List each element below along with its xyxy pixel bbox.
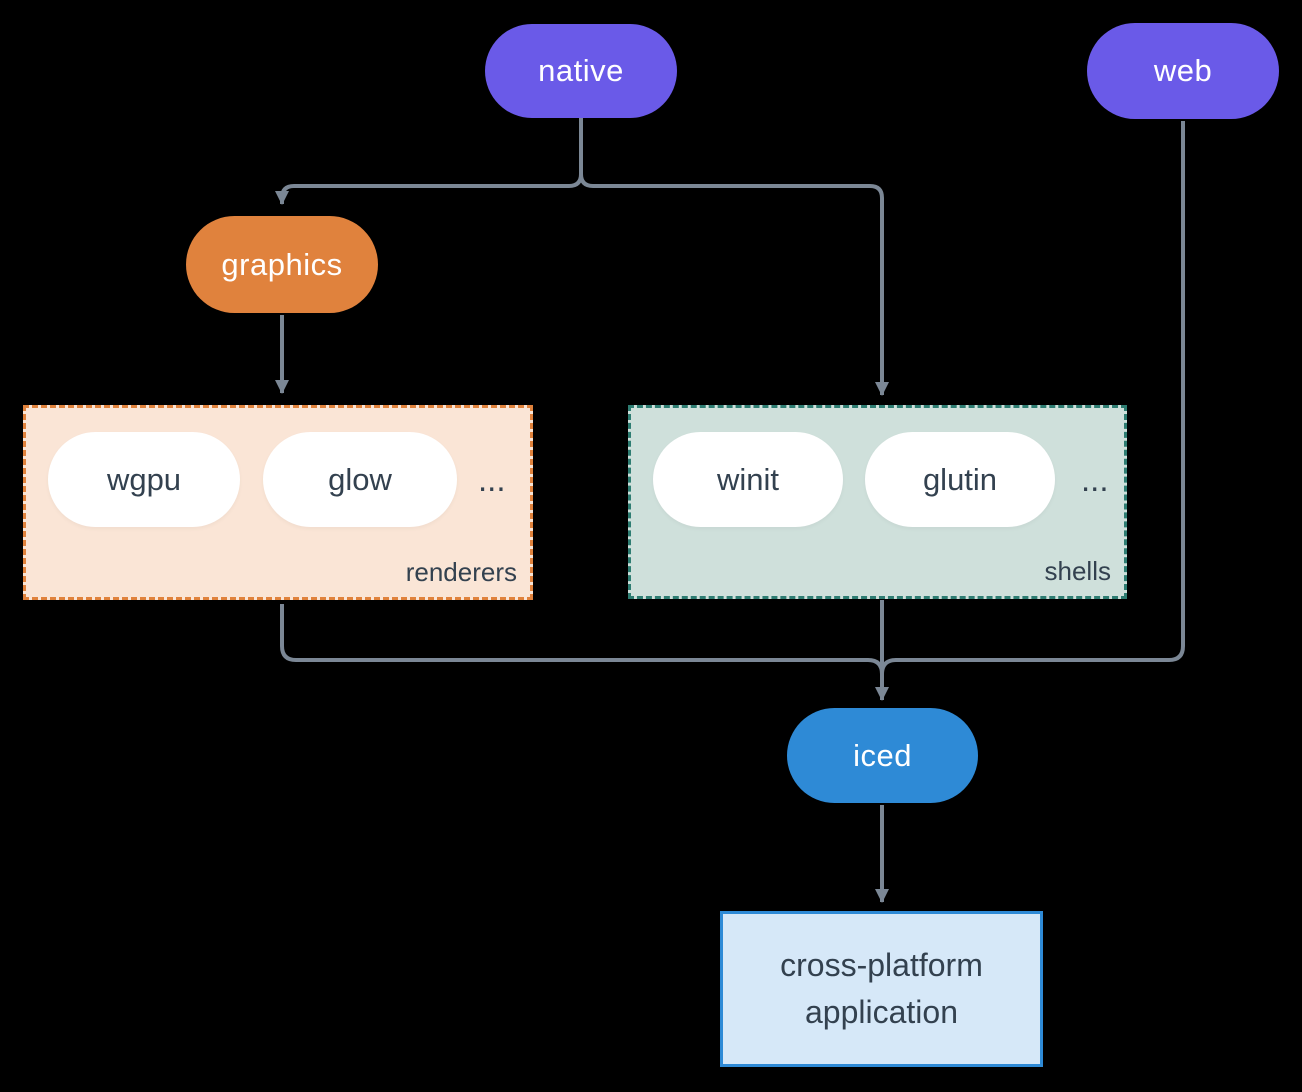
renderers-group: wgpu glow ... renderers xyxy=(23,405,533,600)
glutin-label: glutin xyxy=(922,461,998,497)
iced-node: iced xyxy=(787,708,978,803)
pill-glow: glow xyxy=(263,432,457,527)
application-label: cross-platform application xyxy=(780,947,983,1030)
shells-group: winit glutin ... shells xyxy=(628,405,1127,599)
pill-glutin: glutin xyxy=(865,432,1055,527)
native-node: native xyxy=(485,24,677,118)
connector-renderers-to-junction xyxy=(280,604,884,675)
renderers-group-label: renderers xyxy=(405,557,517,587)
connector-native-to-shells xyxy=(579,118,889,396)
renderers-ellipsis: ... xyxy=(478,460,506,498)
native-label: native xyxy=(538,53,624,88)
iced-label: iced xyxy=(853,737,912,773)
wgpu-label: wgpu xyxy=(106,461,182,497)
glow-label: glow xyxy=(328,461,392,497)
graphics-label: graphics xyxy=(221,246,343,282)
graphics-node: graphics xyxy=(186,216,378,313)
shells-group-label: shells xyxy=(1044,556,1111,586)
shells-ellipsis: ... xyxy=(1081,460,1109,498)
pill-wgpu: wgpu xyxy=(48,432,240,527)
connector-native-to-graphics xyxy=(275,118,583,205)
cross-platform-application-node: cross-platform application xyxy=(720,911,1043,1067)
winit-label: winit xyxy=(716,461,779,497)
web-node: web xyxy=(1087,23,1279,119)
web-label: web xyxy=(1153,53,1213,88)
pill-winit: winit xyxy=(653,432,843,527)
